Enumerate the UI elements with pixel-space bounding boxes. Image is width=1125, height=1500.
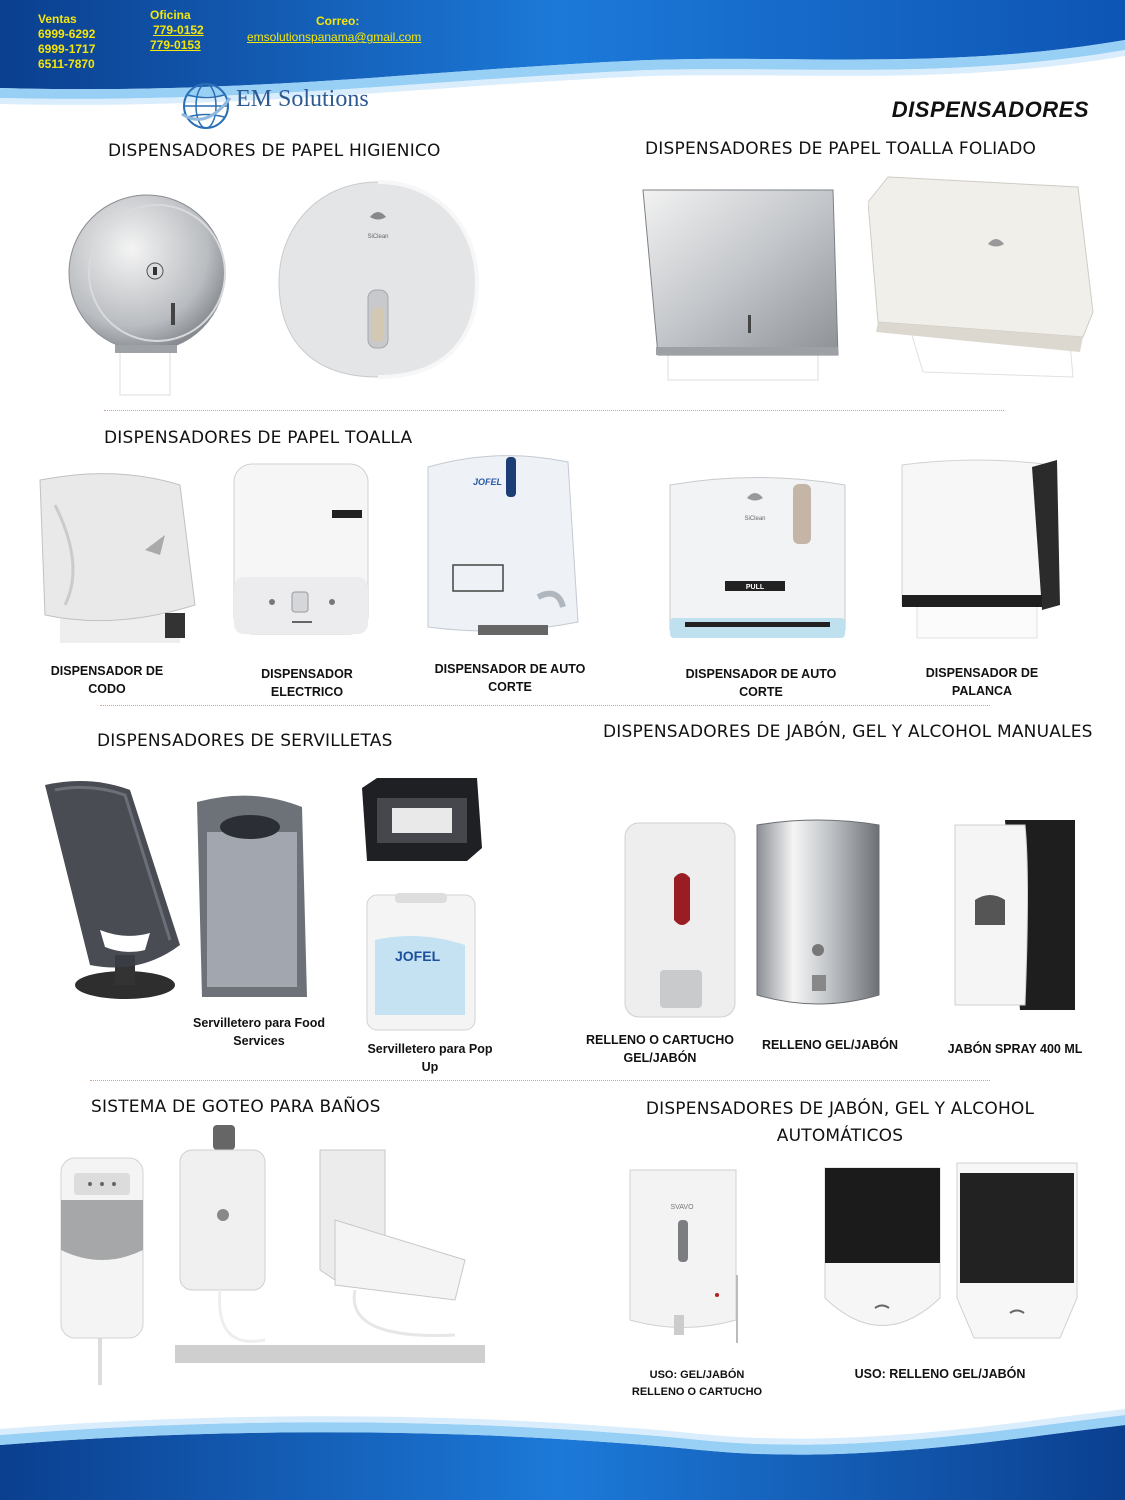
caption-auto-uso-2: USO: RELLENO GEL/JABÓN xyxy=(854,1367,1026,1381)
siclean-logo-text: SiClean xyxy=(367,234,388,240)
brand-name: EM Solutions xyxy=(236,86,369,112)
product-white-jumbo-roll-dispenser: SiClean xyxy=(262,162,494,400)
oficina-label: Oficina xyxy=(150,8,191,22)
section-title-servilletas: DISPENSADORES DE SERVILLETAS xyxy=(97,731,393,751)
product-lever-dispenser xyxy=(892,455,1067,640)
correo-label: Correo: xyxy=(316,14,360,28)
svavo-brand-text: SVAVO xyxy=(670,1204,694,1211)
top-banner xyxy=(0,0,1125,110)
oficina-block: Oficina 779-0152 779-0153 xyxy=(150,8,204,53)
product-auto-soap-dispenser-black-2 xyxy=(952,1158,1082,1348)
jofel-brand-text: JOFEL xyxy=(473,477,502,487)
caption-relleno-gel: RELLENO GEL/JABÓN xyxy=(761,1038,899,1052)
product-auto-soap-dispenser-svavo: SVAVO xyxy=(622,1165,744,1345)
ventas-phone: 6511-7870 xyxy=(38,57,95,71)
pull-label-text: PULL xyxy=(746,584,765,591)
product-drip-system-1 xyxy=(58,1155,146,1387)
product-white-folded-towel-dispenser xyxy=(868,172,1098,382)
product-soap-spray-dispenser xyxy=(945,815,1085,1015)
top-wave-graphic xyxy=(0,0,1125,105)
section-divider xyxy=(90,1080,990,1081)
product-soap-dispenser-cartridge xyxy=(622,820,739,1020)
email-link[interactable]: emsolutionspanama@gmail.com xyxy=(247,30,422,44)
section-divider xyxy=(104,410,1004,411)
ventas-block: Ventas 6999-6292 6999-1717 6511-7870 xyxy=(38,12,95,72)
globe-icon xyxy=(181,83,232,129)
product-auto-cut-dispenser-siclean: SiClean PULL xyxy=(665,470,850,642)
ventas-phone: 6999-6292 xyxy=(38,27,96,41)
ventas-phone: 6999-1717 xyxy=(38,42,96,56)
oficina-phone: 779-0152 xyxy=(153,23,204,37)
bottom-wave-graphic xyxy=(0,1409,1125,1500)
section-title-jabon-auto: DISPENSADORES DE JABÓN, GEL Y ALCOHOL AU… xyxy=(645,1099,1035,1146)
ventas-label: Ventas xyxy=(38,12,77,26)
product-soap-dispenser-steel xyxy=(752,815,884,1015)
caption-spray: JABÓN SPRAY 400 ML xyxy=(947,1042,1083,1056)
brand-logo: EM Solutions xyxy=(180,80,390,134)
product-napkin-holder-pop-up-jofel: JOFEL xyxy=(365,885,477,1033)
section-title-goteo: SISTEMA DE GOTEO PARA BAÑOS xyxy=(91,1097,381,1117)
page-title: DISPENSADORES xyxy=(891,97,1089,122)
product-electric-dispenser xyxy=(232,462,372,640)
oficina-phone: 779-0153 xyxy=(150,38,201,52)
section-title-papel-higienico: DISPENSADORES DE PAPEL HIGIENICO xyxy=(108,141,441,161)
section-divider xyxy=(100,705,990,706)
product-napkin-holder-stand xyxy=(30,775,190,1010)
bottom-banner xyxy=(0,1405,1125,1500)
section-title-papel-toalla: DISPENSADORES DE PAPEL TOALLA xyxy=(104,428,413,448)
product-napkin-holder-tabletop xyxy=(357,773,487,863)
product-auto-cut-dispenser-jofel: JOFEL xyxy=(418,447,583,642)
section-title-jabon-manuales: DISPENSADORES DE JABÓN, GEL Y ALCOHOL MA… xyxy=(603,722,1093,742)
section-title-toalla-foliado: DISPENSADORES DE PAPEL TOALLA FOLIADO xyxy=(645,139,1037,159)
product-steel-jumbo-roll-dispenser xyxy=(65,185,230,400)
product-codo-dispenser xyxy=(25,465,200,645)
siclean-logo-text: SiClean xyxy=(744,516,765,522)
product-auto-soap-dispenser-black-1 xyxy=(820,1158,945,1348)
product-steel-folded-towel-dispenser xyxy=(638,185,843,385)
jofel-brand-text: JOFEL xyxy=(395,948,441,964)
product-drip-system-2 xyxy=(175,1120,485,1365)
product-napkin-holder-food-services xyxy=(192,792,312,1007)
